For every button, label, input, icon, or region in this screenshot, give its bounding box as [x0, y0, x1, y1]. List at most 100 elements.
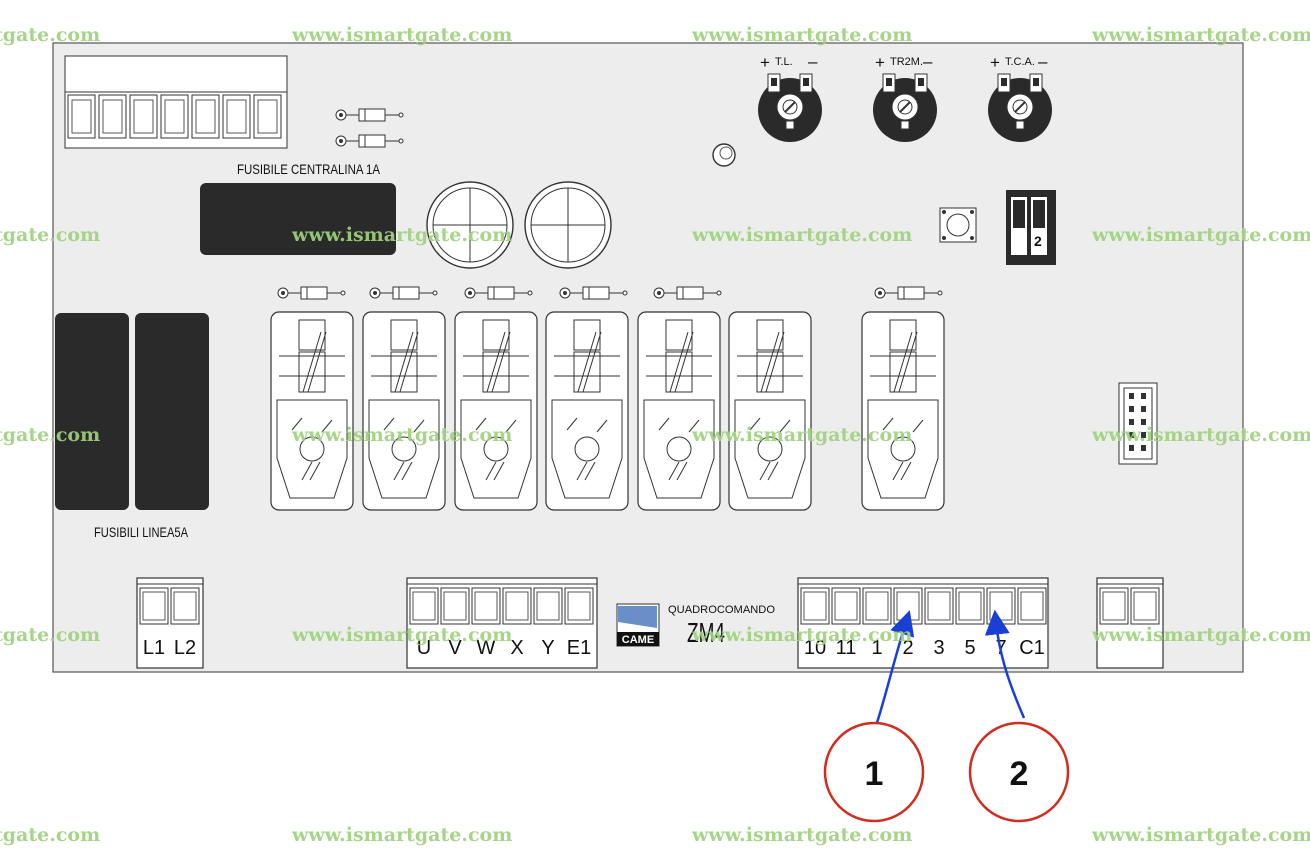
terminal-screw — [955, 587, 985, 625]
dip-switch: 1 2 — [1006, 190, 1056, 265]
relay — [637, 311, 721, 511]
watermark: www.ismartgate.com — [292, 424, 513, 446]
callout-2-label: 2 — [1010, 755, 1029, 793]
control-terminal-label: C1 — [1019, 637, 1045, 659]
control-terminal-label: 10 — [804, 637, 826, 659]
product-line-label: QUADROCOMANDO — [668, 604, 775, 616]
terminal-screw — [1099, 587, 1129, 625]
relay — [270, 311, 354, 511]
line-fuse-left — [55, 313, 129, 510]
pot-plus-label: + — [760, 53, 770, 72]
pin-connector — [1118, 382, 1158, 465]
terminal-screw — [893, 587, 923, 625]
callout-1: 1 — [823, 721, 925, 823]
resistor — [559, 286, 628, 300]
callout-1-label: 1 — [865, 755, 884, 793]
terminal-screw — [471, 587, 501, 625]
fuse-control-label: FUSIBILE CENTRALINA 1A — [237, 161, 381, 177]
pot-label: T.C.A. — [1005, 56, 1035, 68]
potentiometer-tl: + T.L. – — [758, 52, 822, 142]
motor-terminal-label: V — [448, 637, 462, 659]
terminal-screw — [440, 587, 470, 625]
callout-2: 2 — [968, 721, 1070, 823]
watermark: tgate.com — [0, 224, 101, 246]
pot-label: TR2M. — [890, 56, 923, 68]
relay — [545, 311, 629, 511]
watermark: www.ismartgate.com — [692, 424, 913, 446]
motor-terminal-label: U — [417, 637, 431, 659]
terminal-screw — [924, 587, 954, 625]
resistor — [653, 286, 722, 300]
watermark: www.ismartgate.com — [292, 24, 513, 46]
terminal-screw — [170, 587, 200, 625]
pot-minus-label: – — [808, 52, 818, 71]
relay — [861, 311, 945, 511]
arrow-to-terminal-2 — [874, 610, 915, 727]
line-fuse-right — [135, 313, 209, 510]
control-fuse-block — [200, 183, 396, 255]
motor-terminal-label: E1 — [567, 637, 591, 659]
motor-terminal-label: Y — [541, 637, 554, 659]
watermark: www.ismartgate.com — [692, 624, 913, 646]
pot-minus-label: – — [1038, 52, 1048, 71]
came-logo: CAME — [616, 603, 660, 647]
terminal-screw — [1017, 587, 1047, 625]
watermark: tgate.com — [0, 24, 101, 46]
model-label: ZM4 — [687, 617, 725, 648]
watermark: tgate.com — [0, 624, 101, 646]
watermark: www.ismartgate.com — [1092, 624, 1310, 646]
relay-resistors — [277, 286, 943, 300]
potentiometer-tr2m: + TR2M.– — [873, 52, 937, 142]
watermark: www.ismartgate.com — [292, 224, 513, 246]
watermark: www.ismartgate.com — [292, 824, 513, 846]
watermark: www.ismartgate.com — [1092, 824, 1310, 846]
resistor — [335, 108, 404, 122]
watermark: www.ismartgate.com — [1092, 424, 1310, 446]
top-left-terminal-block — [64, 55, 288, 149]
push-button — [939, 207, 977, 243]
arrow-to-terminal-7 — [984, 609, 1026, 719]
pot-label: T.L. — [775, 56, 793, 68]
potentiometer-tca: + T.C.A.– — [988, 52, 1052, 142]
relay-row — [270, 311, 945, 511]
capacitor-left — [426, 181, 514, 269]
terminal-screw — [409, 587, 439, 625]
terminal-screw — [862, 587, 892, 625]
watermark: www.ismartgate.com — [1092, 24, 1310, 46]
terminal-screw — [564, 587, 594, 625]
terminal-block-extra — [1096, 577, 1164, 669]
small-resistors — [335, 108, 404, 148]
watermark: tgate.com — [0, 424, 101, 446]
pot-minus-label: – — [923, 52, 933, 71]
pot-plus-label: + — [875, 53, 885, 72]
terminal-screw — [533, 587, 563, 625]
resistor — [874, 286, 943, 300]
power-terminal-label: L2 — [174, 637, 196, 659]
resistor — [335, 134, 404, 148]
terminal-screw — [831, 587, 861, 625]
terminal-screw — [800, 587, 830, 625]
resistor — [369, 286, 438, 300]
watermark: www.ismartgate.com — [292, 624, 513, 646]
watermark: www.ismartgate.com — [692, 24, 913, 46]
resistor — [277, 286, 346, 300]
watermark: www.ismartgate.com — [692, 824, 913, 846]
motor-terminal-label: X — [510, 637, 523, 659]
dip-1-label: 1 — [1014, 233, 1022, 249]
pot-plus-label: + — [990, 53, 1000, 72]
terminal-screw — [986, 587, 1016, 625]
control-terminal-label: 3 — [933, 637, 944, 659]
control-terminal-label: 11 — [836, 637, 857, 659]
relay — [362, 311, 446, 511]
terminal-screw — [502, 587, 532, 625]
terminal-screw — [139, 587, 169, 625]
capacitor-right — [524, 181, 612, 269]
control-terminal-label: 2 — [902, 637, 913, 659]
terminal-screw — [1130, 587, 1160, 625]
brand-label: CAME — [622, 634, 654, 646]
relay — [454, 311, 538, 511]
